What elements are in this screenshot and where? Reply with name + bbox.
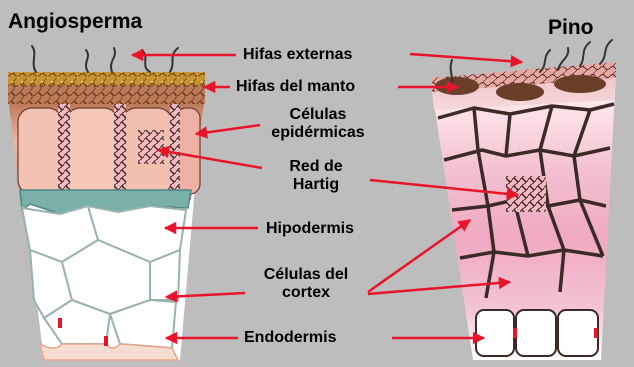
label-celulas-del-cortex: Células del cortex xyxy=(250,266,362,302)
title-angiosperma: Angiosperma xyxy=(8,11,142,33)
arrow-celulas-cortex-right-1 xyxy=(368,220,470,292)
external-hyphae xyxy=(32,46,178,72)
tannin-cell xyxy=(496,83,544,101)
hartig-net-patch xyxy=(138,130,164,164)
arrow-hifas-externas-right xyxy=(410,54,522,62)
hartig-net-strand xyxy=(58,102,70,196)
label-endodermis: Endodermis xyxy=(244,329,336,346)
pine-endodermis-cells xyxy=(476,310,598,356)
label-celulas-epidermicas-line1: Células xyxy=(266,106,370,124)
arrow-celulas-epidermicas xyxy=(196,125,260,134)
angiosperm-section xyxy=(8,46,205,360)
label-celulas-epidermicas: Células epidérmicas xyxy=(266,106,370,142)
label-hipodermis: Hipodermis xyxy=(266,220,354,237)
casparian-strip xyxy=(513,328,517,338)
label-hifas-externas: Hifas externas xyxy=(243,46,352,63)
label-celulas-del-cortex-line1: Células del xyxy=(250,266,362,284)
label-celulas-del-cortex-line2: cortex xyxy=(250,284,362,302)
casparian-strip xyxy=(594,328,598,338)
endodermis-layer xyxy=(40,344,178,360)
mantle-hyphae-layer xyxy=(8,85,205,104)
label-red-de-hartig-line2: Hartig xyxy=(266,176,366,194)
hyphal-mantle xyxy=(8,72,205,86)
epidermal-cell xyxy=(66,108,118,194)
pine-section xyxy=(432,40,616,360)
tannin-cell xyxy=(554,75,606,93)
hartig-net-strand xyxy=(114,102,126,196)
label-red-de-hartig: Red de Hartig xyxy=(266,158,366,194)
epidermal-cell xyxy=(18,108,62,194)
label-red-de-hartig-line1: Red de xyxy=(266,158,366,176)
casparian-strip xyxy=(58,318,62,328)
casparian-strip xyxy=(104,336,108,346)
label-hifas-del-manto: Hifas del manto xyxy=(236,78,355,95)
title-pino: Pino xyxy=(548,17,594,39)
hartig-net-strand xyxy=(170,102,180,196)
label-celulas-epidermicas-line2: epidérmicas xyxy=(266,124,370,142)
